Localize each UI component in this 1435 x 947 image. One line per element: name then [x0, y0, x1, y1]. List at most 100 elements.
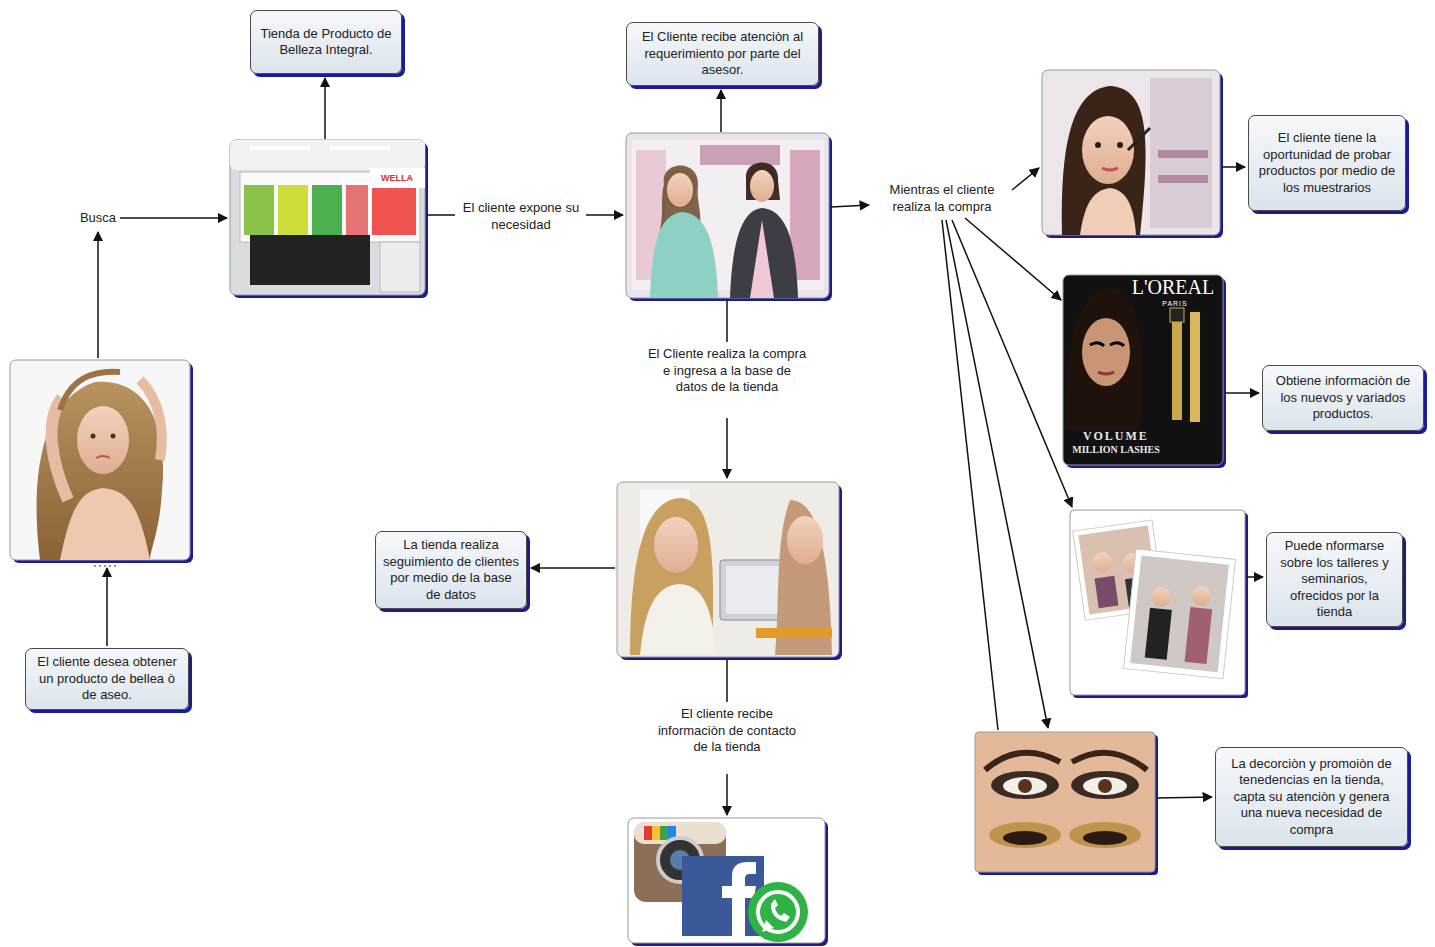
flow-arrows-part — [586, 214, 623, 216]
photo-workshop-part-part — [1191, 585, 1213, 607]
flow-arrows-part — [720, 90, 722, 132]
photo-workshop — [1070, 510, 1248, 698]
text-box: La tienda realiza seguimiento de cliente… — [375, 531, 527, 609]
photo-eyes-part — [1018, 779, 1032, 793]
flow-arrows-part — [726, 774, 728, 815]
photo-advisor-part — [750, 220, 774, 298]
flow-label: El cliente recibe informaciòn de contact… — [652, 706, 802, 756]
photo-loreal-ad-part — [1110, 343, 1124, 346]
photo-eyes-part — [1072, 753, 1147, 770]
photo-store-part — [330, 146, 390, 150]
photo-makeup-part — [1102, 168, 1118, 170]
photo-social-part — [660, 826, 668, 840]
photo-advisor-part — [700, 145, 780, 165]
flow-arrows-part — [942, 220, 998, 730]
text-box: La decorciòn y promoiòn de tenedencias e… — [1215, 747, 1408, 847]
photo-eyes-part — [1083, 831, 1127, 845]
photo-store-part — [230, 140, 425, 170]
flow-arrows-part — [726, 660, 728, 702]
flow-label: Busca — [66, 210, 130, 227]
box-text: La tienda realiza seguimiento de cliente… — [383, 537, 519, 603]
photo-eyes — [975, 732, 1158, 875]
photo-eyes-part — [989, 822, 1061, 848]
photo-eyes-part — [985, 753, 1060, 770]
photo-loreal-ad-part — [1172, 320, 1182, 420]
photo-makeup-part — [1158, 175, 1208, 183]
text-stack: Obtiene informaciòn de los nuevos y vari… — [1270, 373, 1416, 423]
photo-checkout-part — [654, 517, 698, 573]
box-text: El Cliente recibe atenciòn al requerimie… — [634, 29, 811, 79]
photo-girl-hair-part — [60, 372, 120, 410]
photo-workshop-part-part — [1091, 551, 1114, 574]
text-stack: La tienda realiza seguimiento de cliente… — [383, 537, 519, 603]
text-box: Puede nformarse sobre los talleres y sem… — [1266, 532, 1403, 627]
photo-girl-hair-part — [52, 398, 68, 500]
photo-checkout-part — [617, 482, 839, 657]
photo-eyes-part — [1069, 822, 1141, 848]
photo-workshop-part-part — [1150, 586, 1172, 608]
photo-loreal-ad — [1063, 275, 1226, 468]
photo-advisor-part — [750, 170, 774, 202]
photo-checkout — [617, 482, 842, 660]
text-stack: Puede nformarse sobre los talleres y sem… — [1274, 538, 1395, 621]
photo-loreal-ad-part — [1090, 343, 1104, 346]
photo-checkout-part — [726, 566, 784, 614]
photo-social-part — [762, 920, 774, 932]
box-text: Puede nformarse sobre los talleres y sem… — [1274, 538, 1395, 621]
photo-girl-hair-part — [10, 360, 190, 560]
flow-arrows-part — [324, 78, 326, 139]
dotted-marker-part — [99, 565, 101, 567]
flow-arrows-part — [831, 205, 869, 207]
text-stack: Tienda de Producto de Belleza Integral. — [258, 26, 394, 59]
photo-checkout-part — [787, 516, 823, 564]
photo-advisor-part — [650, 212, 718, 298]
photo-advisor-part — [730, 208, 798, 298]
photo-social-part — [758, 892, 798, 932]
photo-social-part — [748, 882, 808, 942]
photo-makeup-part — [1158, 150, 1208, 158]
photo-store-part — [278, 185, 308, 235]
photo-workshop-part — [1124, 549, 1236, 679]
text-stack: El Cliente recibe atenciòn al requerimie… — [634, 29, 811, 79]
photo-advisor — [626, 133, 832, 301]
photo-eyes-part — [975, 732, 1155, 872]
flow-arrows-part — [726, 300, 728, 342]
photo-loreal-ad-part — [1098, 372, 1114, 374]
flow-label: Mientras el cliente realiza la compra — [872, 182, 1012, 215]
box-text: Obtiene informaciòn de los nuevos y vari… — [1270, 373, 1416, 423]
text-box: Tienda de Producto de Belleza Integral. — [250, 10, 402, 74]
photo-makeup-part — [1082, 116, 1134, 184]
flow-arrows-part — [1012, 168, 1039, 190]
dotted-marker — [94, 565, 116, 567]
photo-girl-hair-part — [60, 488, 150, 560]
photo-makeup-part — [1042, 70, 1220, 235]
photo-eyes-part — [1071, 771, 1139, 799]
photo-eyes-part — [1003, 777, 1047, 795]
photo-store — [230, 140, 428, 298]
photo-store-part — [372, 185, 416, 235]
photo-loreal-ad-part — [1170, 308, 1184, 322]
flow-arrows-part — [946, 220, 1048, 728]
text-box: Obtiene informaciòn de los nuevos y vari… — [1262, 365, 1424, 431]
photo-social-part — [652, 826, 660, 840]
photo-store-part — [250, 146, 310, 150]
flow-arrows-part — [1247, 576, 1263, 578]
photo-text: MILLION LASHES — [1066, 444, 1166, 455]
photo-store-part — [244, 185, 274, 235]
dotted-marker-part — [109, 565, 111, 567]
photo-girl-hair-part — [111, 434, 116, 439]
photo-loreal-ad-part — [1063, 275, 1223, 465]
flow-arrows-part — [1157, 797, 1212, 798]
flow-arrows-part — [726, 418, 728, 478]
photo-store-part — [230, 140, 425, 295]
flow-label: El cliente expone su necesidad — [456, 200, 586, 233]
flow-arrows-part — [531, 567, 615, 569]
photo-social-part — [644, 826, 652, 840]
flow-arrows-part — [952, 220, 1072, 507]
photo-loreal-ad-part — [1082, 318, 1130, 386]
photo-loreal-ad-part — [1065, 288, 1142, 430]
photo-advisor-part — [629, 136, 832, 301]
dotted-marker-part — [114, 565, 116, 567]
flow-arrows-part — [427, 214, 455, 216]
dotted-marker-part — [104, 565, 106, 567]
